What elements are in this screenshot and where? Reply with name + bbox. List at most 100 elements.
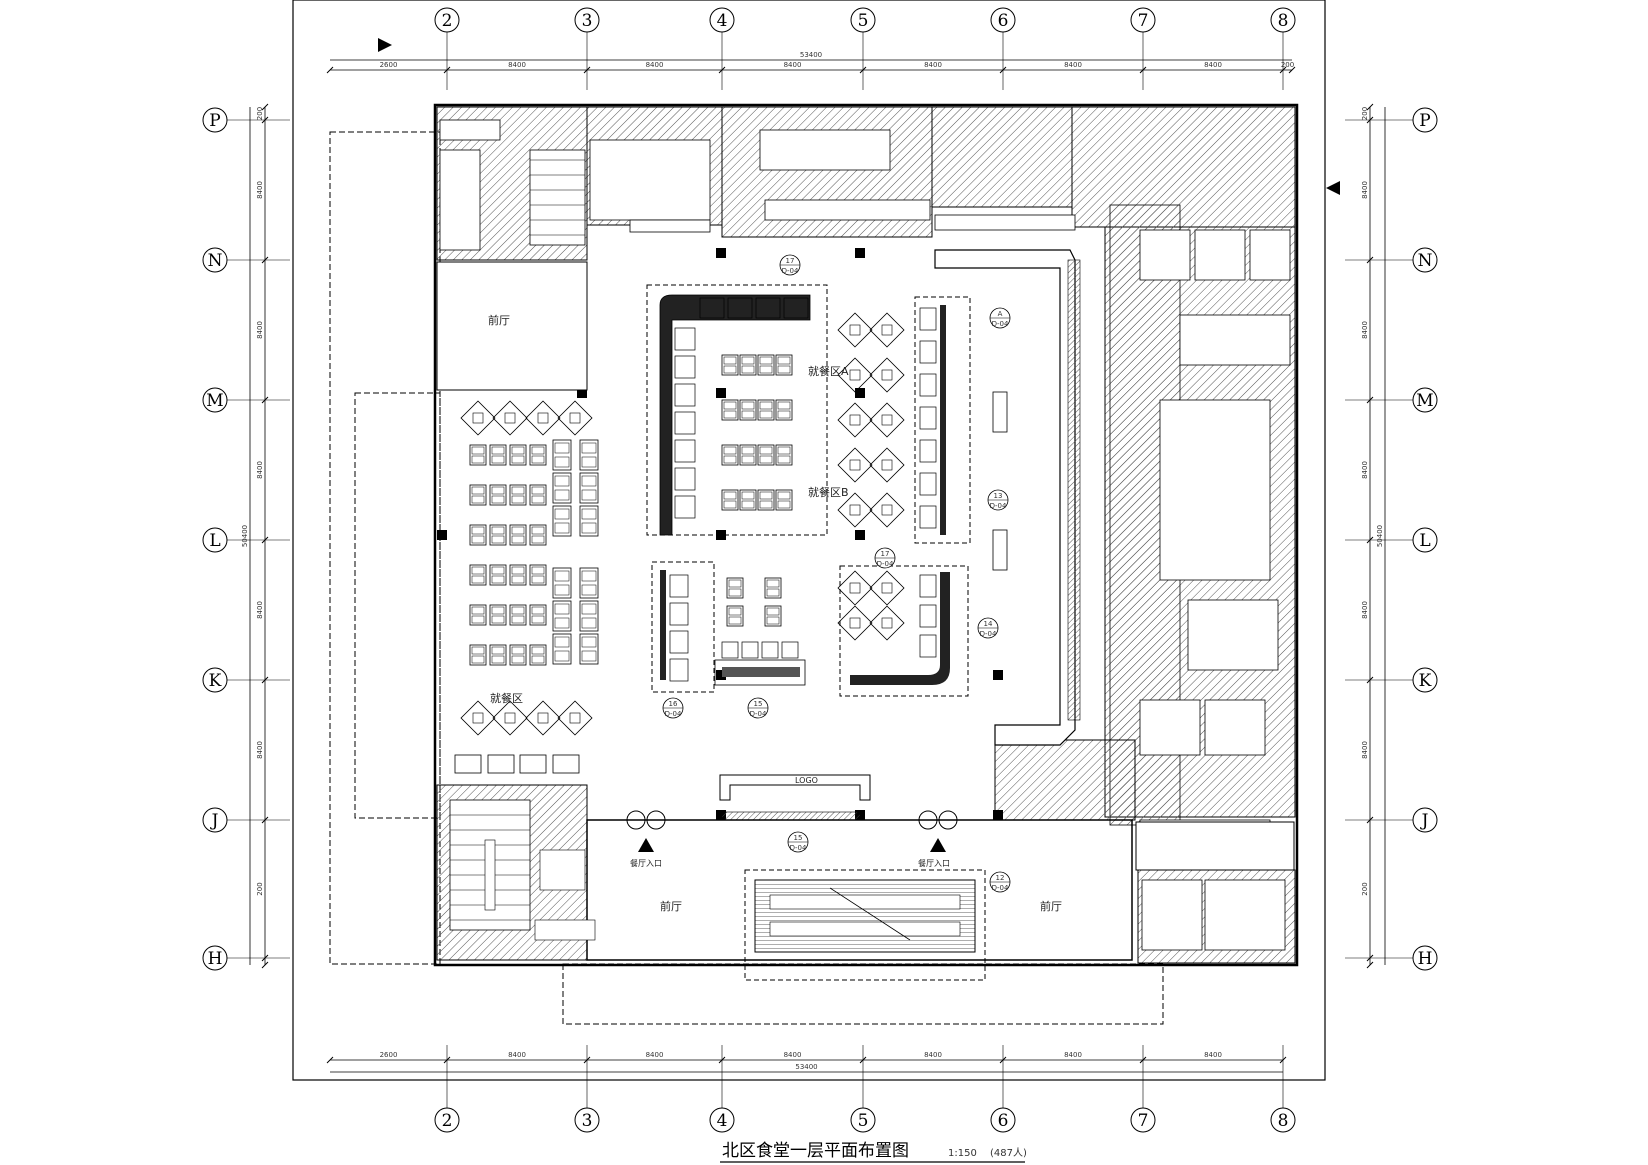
svg-text:8: 8 xyxy=(1278,11,1289,31)
svg-text:8400: 8400 xyxy=(256,461,264,479)
column-axis-8-top: 8 xyxy=(1270,7,1296,33)
column-axis-2-bottom: 2 xyxy=(434,1107,460,1133)
svg-text:8400: 8400 xyxy=(646,61,664,69)
svg-text:8400: 8400 xyxy=(1064,61,1082,69)
svg-text:8400: 8400 xyxy=(784,1051,802,1059)
serving-counter xyxy=(934,214,1081,746)
svg-text:3: 3 xyxy=(582,1111,593,1131)
left-dining-area xyxy=(454,400,599,774)
svg-text:H: H xyxy=(1418,949,1433,969)
row-axis-L-right: L xyxy=(1412,527,1438,553)
column-axis-5-bottom: 5 xyxy=(850,1107,876,1133)
booth-block-b xyxy=(914,296,971,544)
svg-text:6: 6 xyxy=(998,11,1009,31)
callout-12: 12D-04 xyxy=(989,871,1011,893)
svg-text:L: L xyxy=(1419,531,1430,551)
sheet-frame xyxy=(292,0,1326,1081)
svg-text:8400: 8400 xyxy=(646,1051,664,1059)
svg-text:8400: 8400 xyxy=(1361,461,1369,479)
svg-text:P: P xyxy=(209,111,220,131)
row-axis-K-left: K xyxy=(202,667,228,693)
callout-15: 15D-04 xyxy=(787,831,809,853)
svg-text:200: 200 xyxy=(1361,107,1369,120)
svg-text:6: 6 xyxy=(998,1111,1009,1131)
column-axis-8-bottom: 8 xyxy=(1270,1107,1296,1133)
svg-text:8400: 8400 xyxy=(784,61,802,69)
center-tables xyxy=(669,307,937,682)
svg-text:53400: 53400 xyxy=(800,51,822,59)
callout-13: 13D-04 xyxy=(987,489,1009,511)
staircase-left xyxy=(449,799,596,941)
svg-text:200: 200 xyxy=(1281,61,1294,69)
svg-text:8400: 8400 xyxy=(256,181,264,199)
svg-text:13: 13 xyxy=(994,492,1003,500)
entrance-left-label: 餐厅入口 xyxy=(630,859,662,868)
building-outline xyxy=(433,103,1299,967)
drawing-scale: 1:150 xyxy=(948,1148,977,1159)
canopy-outline-left-inner xyxy=(354,392,441,819)
drawing-capacity: (487人) xyxy=(990,1147,1027,1159)
svg-text:8400: 8400 xyxy=(1204,61,1222,69)
svg-text:2: 2 xyxy=(442,11,453,31)
row-axis-P-left: P xyxy=(202,107,228,133)
svg-text:8400: 8400 xyxy=(508,1051,526,1059)
svg-text:8400: 8400 xyxy=(1361,741,1369,759)
dining-b-label: 就餐区B xyxy=(808,485,849,499)
svg-text:D-04: D-04 xyxy=(992,884,1009,892)
svg-text:2: 2 xyxy=(442,1111,453,1131)
booth-a-seats xyxy=(674,297,809,519)
vestibule-front-label: 前厅 xyxy=(660,899,682,913)
entrance-hall: 前厅 前厅 xyxy=(586,819,1133,981)
svg-text:15: 15 xyxy=(754,700,763,708)
svg-text:P: P xyxy=(1419,111,1430,131)
svg-text:200: 200 xyxy=(256,882,264,895)
svg-text:2600: 2600 xyxy=(380,1051,398,1059)
callout-A: AD-04 xyxy=(989,307,1011,329)
svg-text:8400: 8400 xyxy=(256,741,264,759)
svg-text:7: 7 xyxy=(1138,11,1149,31)
svg-text:200: 200 xyxy=(1361,882,1369,895)
callout-14: 14D-04 xyxy=(977,617,999,639)
column-axis-3-top: 3 xyxy=(574,7,600,33)
column-axis-4-bottom: 4 xyxy=(709,1107,735,1133)
svg-text:D-04: D-04 xyxy=(665,710,682,718)
right-corridor xyxy=(1135,821,1295,871)
svg-text:J: J xyxy=(210,811,219,831)
structural-columns xyxy=(437,248,1003,820)
svg-text:D-04: D-04 xyxy=(992,320,1009,328)
svg-text:15: 15 xyxy=(794,834,803,842)
canopy-outline-front xyxy=(562,963,1164,1025)
section-arrow-right xyxy=(1326,181,1340,195)
row-axis-P-right: P xyxy=(1412,107,1438,133)
booth-block-d xyxy=(651,561,806,693)
logo-counter-label: LOGO xyxy=(795,776,818,785)
row-axis-M-right: M xyxy=(1412,387,1438,413)
svg-text:M: M xyxy=(206,391,223,411)
svg-text:4: 4 xyxy=(717,11,728,31)
svg-text:7: 7 xyxy=(1138,1111,1149,1131)
callout-17: 17D-04 xyxy=(874,547,896,569)
row-axis-J-left: J xyxy=(202,807,228,833)
dining-a-label: 就餐区A xyxy=(808,364,849,378)
staircase-top xyxy=(439,149,585,251)
left-vestibule: 前厅 xyxy=(436,261,588,391)
canopy-outline-left xyxy=(329,131,441,965)
logo-counter: LOGO xyxy=(719,774,871,821)
drawing-title: 北区食堂一层平面布置图 xyxy=(722,1141,909,1161)
svg-text:K: K xyxy=(1419,671,1432,691)
svg-text:L: L xyxy=(209,531,220,551)
section-arrow-top xyxy=(378,38,392,52)
svg-text:5: 5 xyxy=(858,1111,869,1131)
row-axis-L-left: L xyxy=(202,527,228,553)
svg-text:D-04: D-04 xyxy=(980,630,997,638)
svg-text:200: 200 xyxy=(256,107,264,120)
svg-text:N: N xyxy=(1418,251,1433,271)
title-block: 北区食堂一层平面布置图 1:150 (487人) xyxy=(720,1141,1027,1163)
svg-text:K: K xyxy=(209,671,222,691)
svg-text:8400: 8400 xyxy=(1064,1051,1082,1059)
svg-text:8400: 8400 xyxy=(508,61,526,69)
svg-text:2600: 2600 xyxy=(380,61,398,69)
svg-text:D-04: D-04 xyxy=(877,560,894,568)
